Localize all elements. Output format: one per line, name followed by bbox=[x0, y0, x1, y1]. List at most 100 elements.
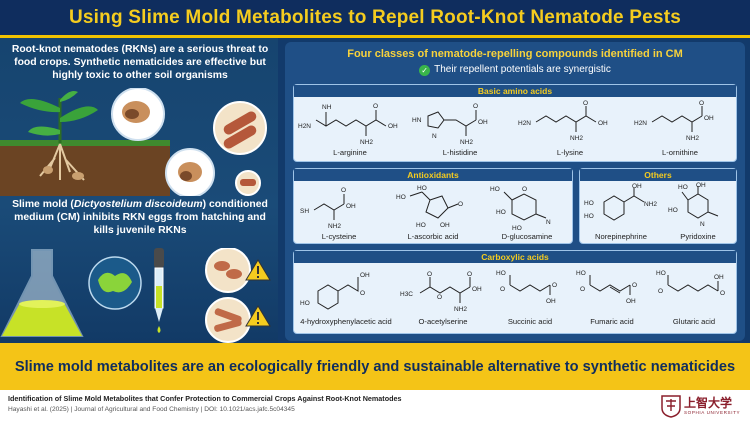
compound-pyridoxine: HO OH HO N Pyridoxine bbox=[660, 182, 736, 241]
atom-label: HO bbox=[576, 270, 586, 277]
atom-label: NH2 bbox=[644, 201, 657, 208]
compound-name: L-cysteine bbox=[321, 232, 357, 241]
compound-name: Pyridoxine bbox=[680, 232, 716, 241]
atom-label: OH bbox=[478, 119, 488, 126]
succinic-acid-structure: HO O O OH bbox=[496, 270, 557, 305]
slime-mold-text: Slime mold (Dictyostelium discoideum) co… bbox=[6, 198, 274, 237]
atom-label: N bbox=[432, 133, 437, 140]
atom-label: O bbox=[552, 282, 557, 289]
fumaric-acid-structure: HO O O OH bbox=[576, 270, 637, 305]
atom-label: H2N bbox=[634, 120, 647, 127]
atom-label: O bbox=[500, 286, 505, 293]
atom-label: HO bbox=[417, 185, 427, 192]
compound-norepinephrine: HO HO OH NH2 Norepinephrine bbox=[582, 182, 660, 241]
compound-name: Succinic acid bbox=[507, 317, 553, 326]
compound-name: L-ornithine bbox=[662, 148, 698, 157]
compound-l-arginine: H2N NH NH2 OH O L-arginine bbox=[296, 98, 404, 157]
title-banner: Using Slime Mold Metabolites to Repel Ro… bbox=[0, 0, 750, 38]
others-title: Others bbox=[580, 169, 736, 181]
atom-label: HO bbox=[656, 270, 666, 277]
atom-label: HO bbox=[668, 207, 678, 214]
compound-l-cysteine: SH NH2 OH O L-cysteine bbox=[296, 182, 382, 241]
atom-label: HN bbox=[412, 117, 422, 124]
atom-label: HO bbox=[584, 213, 594, 220]
d-glucosamine-structure: HO O HO N HO bbox=[490, 186, 551, 232]
atom-label: O bbox=[632, 282, 637, 289]
sophia-university-logo: 上智大学 SOPHIA UNIVERSITY bbox=[660, 393, 742, 419]
atom-label: NH bbox=[322, 104, 332, 111]
compound-name: Fumaric acid bbox=[590, 317, 634, 326]
atom-label: OH bbox=[704, 115, 714, 122]
dropper-icon bbox=[154, 248, 164, 333]
l-histidine-structure: HN N NH2 OH O bbox=[412, 103, 488, 146]
atom-label: NH2 bbox=[686, 135, 699, 142]
plant-soil-illustration bbox=[0, 88, 267, 196]
atom-label: H3C bbox=[400, 291, 413, 298]
atom-label: HO bbox=[300, 300, 310, 307]
atom-label: NH2 bbox=[328, 223, 341, 230]
atom-label: O bbox=[658, 288, 663, 295]
compound-name: O-acetylserine bbox=[418, 317, 468, 326]
atom-label: O bbox=[341, 187, 346, 194]
atom-label: OH bbox=[696, 182, 706, 189]
compound-name: L-histidine bbox=[442, 148, 478, 157]
conclusion-text: Slime mold metabolites are an ecological… bbox=[14, 358, 736, 375]
glutaric-acid-structure: HO O O OH bbox=[656, 270, 725, 297]
atom-label: NH2 bbox=[570, 135, 583, 142]
atom-label: NH2 bbox=[454, 306, 467, 313]
norepinephrine-structure: HO HO OH NH2 bbox=[584, 183, 657, 221]
atom-label: HO bbox=[416, 222, 426, 229]
atom-label: HO bbox=[490, 186, 500, 193]
citation-detail: Hayashi et al. (2025) | Journal of Agric… bbox=[8, 406, 295, 413]
atom-label: OH bbox=[598, 120, 608, 127]
antioxidants-title: Antioxidants bbox=[294, 169, 572, 181]
citation-title: Identification of Slime Mold Metabolites… bbox=[8, 394, 402, 403]
4-hydroxyphenylacetic-acid-structure: HO O OH bbox=[300, 272, 370, 310]
atom-label: OH bbox=[360, 272, 370, 279]
compound-name: Glutaric acid bbox=[672, 317, 716, 326]
synergy-text: Their repellent potentials are synergist… bbox=[434, 64, 611, 75]
atom-label: HO bbox=[496, 270, 506, 277]
main-area: Root-knot nematodes (RKNs) are a serious… bbox=[0, 38, 750, 343]
others-box: Others HO HO OH NH2 Norepinephrine HO OH… bbox=[579, 168, 737, 244]
compound-l-lysine: H2N NH2 OH O L-lysine bbox=[516, 98, 624, 157]
atom-label: O bbox=[473, 103, 478, 110]
o-acetylserine-structure: H3C O O NH2 OH O bbox=[400, 271, 482, 313]
compound-l-histidine: HN N NH2 OH O L-histidine bbox=[406, 98, 514, 157]
l-cysteine-structure: SH NH2 OH O bbox=[300, 187, 356, 230]
atom-label: NH2 bbox=[360, 139, 373, 146]
check-icon: ✓ bbox=[419, 65, 431, 76]
slime-mold-text-a: Slime mold ( bbox=[12, 199, 74, 210]
compound-succinic-acid: HO O O OH Succinic acid bbox=[490, 265, 570, 326]
compound-name: Norepinephrine bbox=[595, 232, 647, 241]
logo-icon bbox=[661, 395, 681, 418]
compounds-heading: Four classes of nematode-repelling compo… bbox=[347, 48, 683, 60]
compound-name: 4-hydroxyphenylacetic acid bbox=[300, 317, 392, 326]
compound-4-hydroxyphenylacetic-acid: HO O OH 4-hydroxyphenylacetic acid bbox=[296, 265, 396, 326]
atom-label: OH bbox=[440, 222, 450, 229]
atom-label: O bbox=[580, 286, 585, 293]
species-name: Dictyostelium discoideum bbox=[73, 199, 203, 210]
atom-label: OH bbox=[346, 203, 356, 210]
atom-label: O bbox=[583, 100, 588, 107]
compounds-panel: Four classes of nematode-repelling compo… bbox=[285, 42, 745, 341]
pyridoxine-structure: HO OH HO N bbox=[668, 182, 719, 228]
atom-label: H2N bbox=[298, 123, 311, 130]
flask-dropper-illustration bbox=[0, 248, 271, 343]
compound-fumaric-acid: HO O O OH Fumaric acid bbox=[572, 265, 652, 326]
compound-l-ascorbic-acid: HO HO O HO OH L-ascorbic acid bbox=[386, 182, 480, 241]
compound-o-acetylserine: H3C O O NH2 OH O O-acetylserine bbox=[398, 265, 488, 326]
atom-label: O bbox=[699, 100, 704, 107]
l-ascorbic-acid-structure: HO HO O HO OH bbox=[396, 185, 463, 229]
atom-label: N bbox=[546, 219, 551, 226]
carboxylic-acids-title: Carboxylic acids bbox=[294, 251, 736, 263]
warning-icon bbox=[245, 305, 271, 327]
atom-label: OH bbox=[626, 298, 636, 305]
slime-mold-text-b: ) conditioned medium (CM) inhibits RKN e… bbox=[14, 199, 268, 236]
l-ornithine-structure: H2N NH2 OH O bbox=[634, 100, 714, 142]
compound-name: L-ascorbic acid bbox=[407, 232, 459, 241]
basic-amino-acids-box: Basic amino acids H2N NH NH2 OH O L-argi… bbox=[293, 84, 737, 162]
conclusion-bar: Slime mold metabolites are an ecological… bbox=[0, 343, 750, 390]
compound-name: L-lysine bbox=[556, 148, 584, 157]
synergy-note: ✓Their repellent potentials are synergis… bbox=[285, 64, 745, 76]
